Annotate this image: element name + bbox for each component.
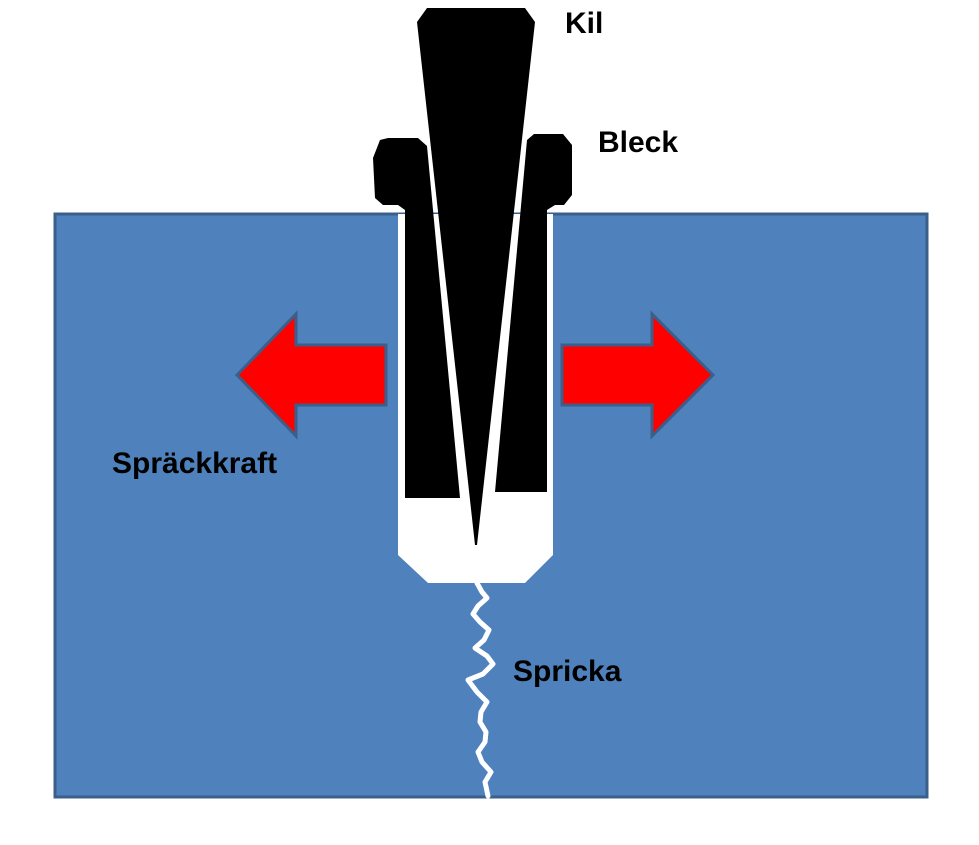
label-wedge: Kil (565, 7, 603, 40)
label-splitting-force: Spräckkraft (112, 447, 277, 480)
label-shims: Bleck (598, 126, 678, 159)
label-crack: Spricka (513, 655, 622, 688)
right-shim (495, 134, 572, 492)
force-arrow-left (234, 310, 388, 440)
crack-line (465, 580, 496, 799)
wedge (417, 8, 535, 545)
force-arrow-right (560, 310, 716, 440)
left-shim (373, 138, 460, 498)
